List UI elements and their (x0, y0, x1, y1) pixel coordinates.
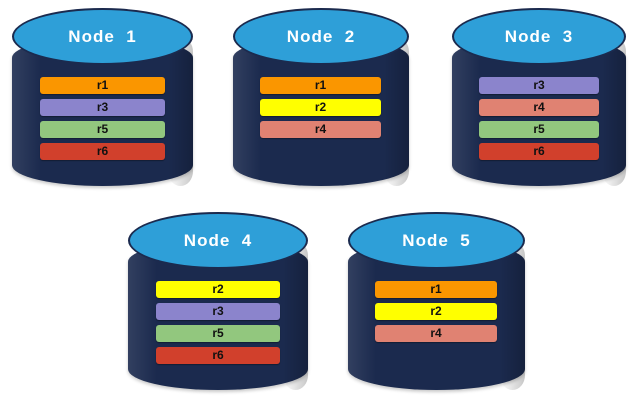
replica-bar-r2[interactable]: r2 (260, 99, 381, 116)
replica-bar-r1[interactable]: r1 (375, 281, 497, 298)
replica-bar-r2[interactable]: r2 (156, 281, 280, 298)
database-node-5[interactable]: Node 5 r1 r2 r4 (348, 212, 525, 390)
replica-bar-r1[interactable]: r1 (260, 77, 381, 94)
replica-list-5: r1 r2 r4 (375, 281, 497, 342)
replica-bar-r5[interactable]: r5 (479, 121, 599, 138)
replica-bar-r3[interactable]: r3 (156, 303, 280, 320)
cylinder-top-4 (128, 212, 308, 269)
node-title-5: Node 5 (402, 231, 471, 250)
replica-list-2: r1 r2 r4 (260, 77, 381, 138)
replica-bar-r3[interactable]: r3 (479, 77, 599, 94)
node-title-2: Node 2 (286, 27, 356, 46)
replica-bar-r2[interactable]: r2 (375, 303, 497, 320)
database-node-3[interactable]: Node 3 r3 r4 r5 r6 (452, 8, 626, 186)
database-node-2[interactable]: Node 2 r1 r2 r4 (233, 8, 409, 186)
database-node-4[interactable]: Node 4 r2 r3 r5 r6 (128, 212, 308, 390)
replica-bar-r5[interactable]: r5 (156, 325, 280, 342)
node-title-3: Node 3 (504, 27, 574, 46)
replica-bar-r4[interactable]: r4 (375, 325, 497, 342)
replica-bar-r4[interactable]: r4 (260, 121, 381, 138)
replica-bar-r3[interactable]: r3 (40, 99, 165, 116)
replica-list-4: r2 r3 r5 r6 (156, 281, 280, 364)
node-title-1: Node 1 (68, 27, 137, 46)
cylinder-top-3 (452, 8, 626, 65)
replica-bar-r6[interactable]: r6 (479, 143, 599, 160)
replica-bar-r4[interactable]: r4 (479, 99, 599, 116)
replica-bar-r1[interactable]: r1 (40, 77, 165, 94)
node-title-4: Node 4 (183, 231, 253, 250)
replica-bar-r5[interactable]: r5 (40, 121, 165, 138)
database-node-1[interactable]: Node 1 r1 r3 r5 r6 (12, 8, 193, 186)
replica-list-1: r1 r3 r5 r6 (40, 77, 165, 160)
replica-bar-r6[interactable]: r6 (156, 347, 280, 364)
cylinder-top-1 (12, 8, 193, 65)
replica-list-3: r3 r4 r5 r6 (479, 77, 599, 160)
replica-bar-r6[interactable]: r6 (40, 143, 165, 160)
cylinder-top-2 (233, 8, 409, 65)
cylinder-top-5 (348, 212, 525, 269)
